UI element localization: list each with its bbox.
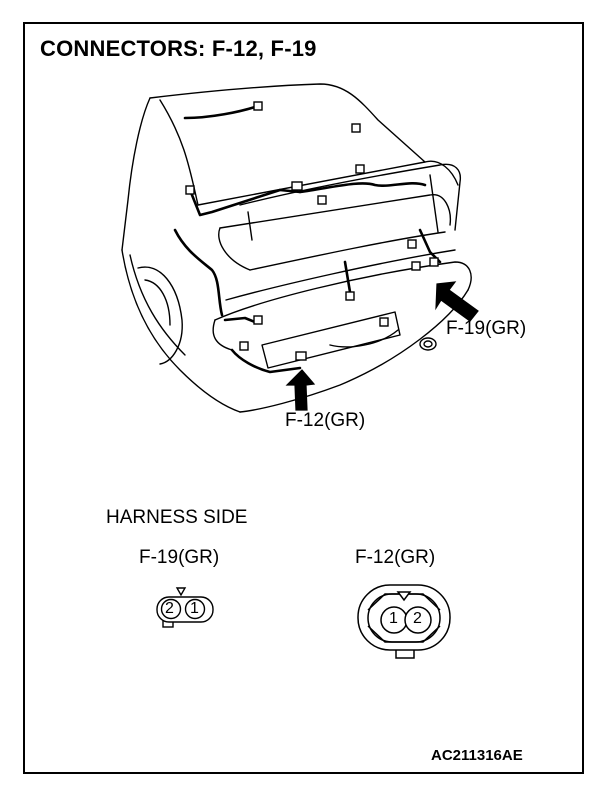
f12-connector-label: F-12(GR) [355, 547, 436, 568]
f19-connector-diagram [156, 587, 214, 628]
f12-connector-diagram [357, 584, 451, 659]
f12-pin-label: 1 [389, 610, 398, 627]
f19-pin-label: 1 [190, 600, 199, 617]
figure-frame [23, 22, 584, 774]
page-title: CONNECTORS: F-12, F-19 [40, 36, 317, 61]
callout-arrows [285, 281, 479, 411]
callout-f19: F-19(GR) [446, 318, 527, 339]
harness-side-heading: HARNESS SIDE [106, 507, 248, 528]
figure-code: AC211316AE [431, 747, 523, 764]
callout-f12: F-12(GR) [285, 410, 366, 431]
f19-connector-label: F-19(GR) [139, 547, 220, 568]
f12-pin-label: 2 [413, 610, 422, 627]
f19-pin-label: 2 [165, 600, 174, 617]
